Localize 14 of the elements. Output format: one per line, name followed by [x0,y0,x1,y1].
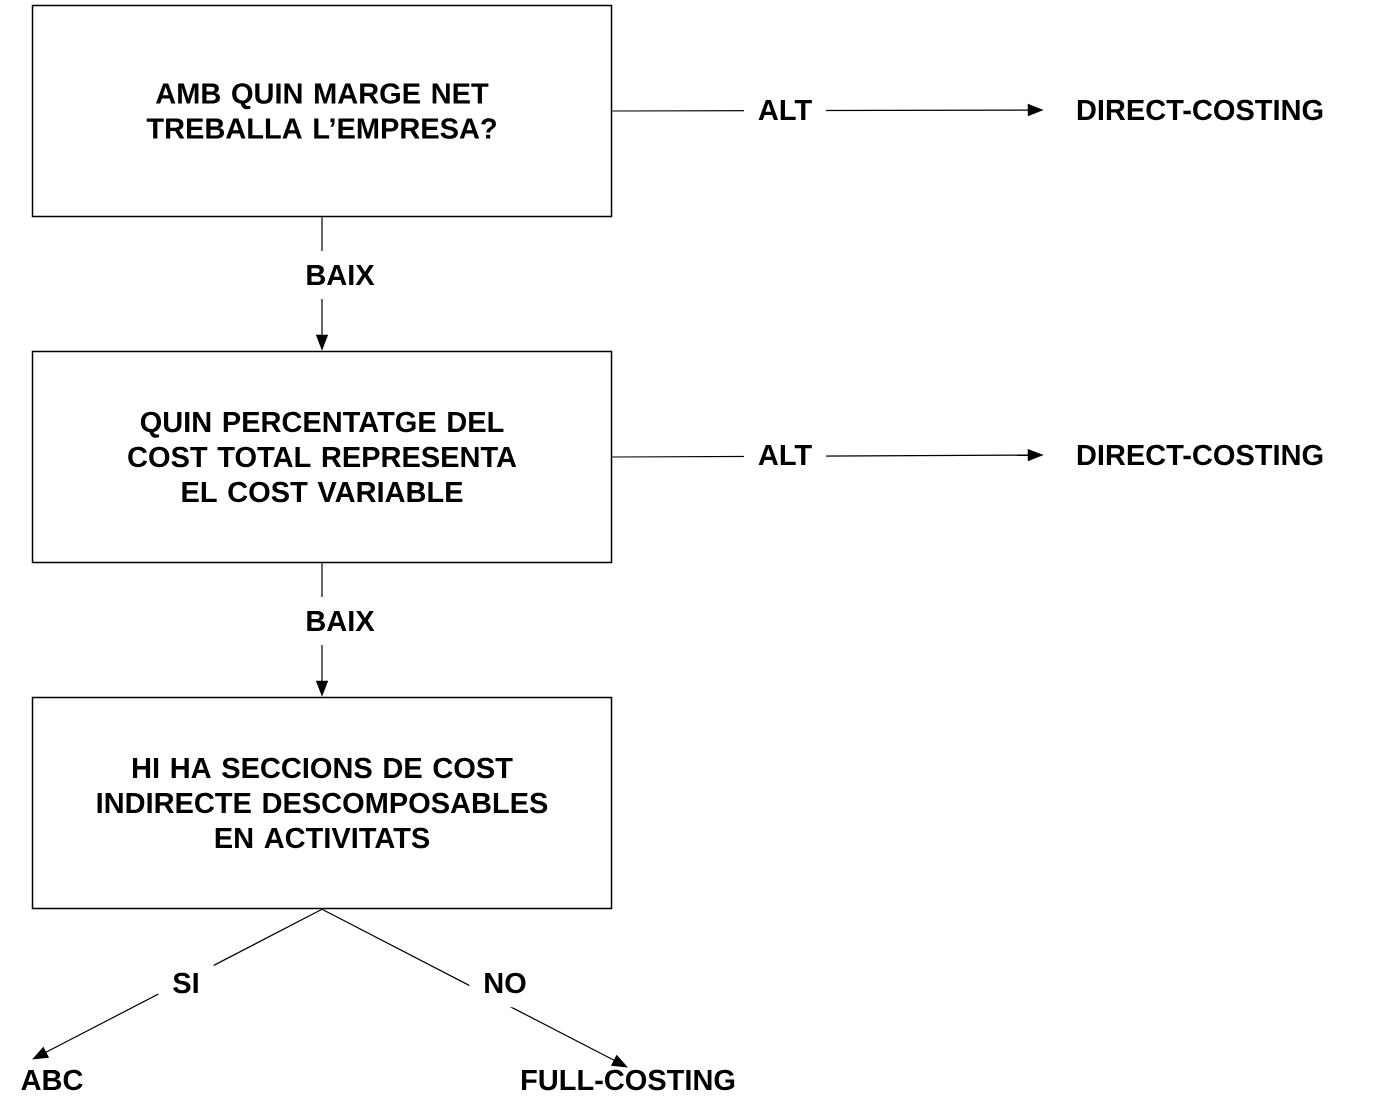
edge-label: BAIX [291,251,389,299]
outcome-text: FULL-COSTING [522,1069,735,1091]
edge-label: ALT [743,431,827,479]
edge-label: ALT [743,86,827,134]
question-box: AMB QUIN MARGE NET TREBALLA L’EMPRESA? [31,4,613,218]
arrow [321,908,628,1068]
edge-label: BAIX [291,597,389,645]
outcome-text: DIRECT-COSTING [1077,99,1323,121]
edge-label: SI [158,958,214,1008]
question-box: QUIN PERCENTATGE DEL COST TOTAL REPRESENTA EL COST VARIABLE [31,350,613,564]
question-box: HI HA SECCIONS DE COST INDIRECTE DESCOMPOSABLES EN ACTIVITATS [31,696,613,910]
edge-label: NO [469,958,541,1008]
outcome-text: DIRECT-COSTING [1077,444,1323,466]
outcome-text: ABC [21,1069,83,1091]
